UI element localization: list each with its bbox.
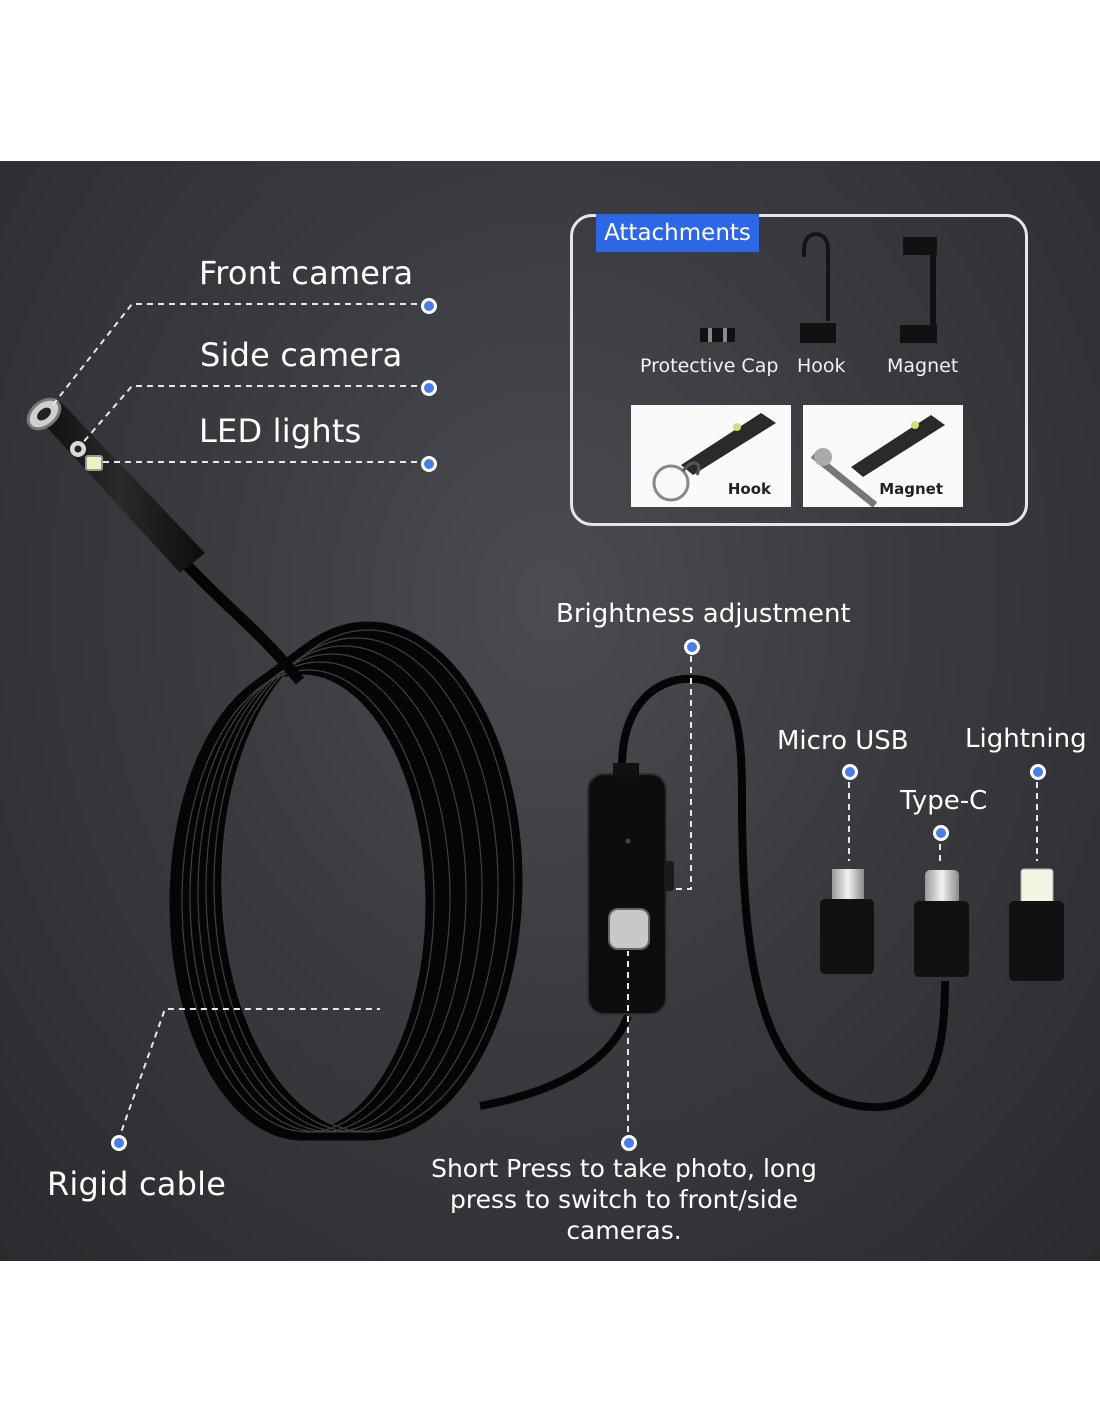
type-c-dot (933, 825, 949, 841)
brightness-label: Brightness adjustment (556, 599, 851, 629)
control-box (587, 763, 674, 1015)
front-camera-dot (421, 298, 437, 314)
endoscope-illustration (26, 232, 1064, 1143)
led-lights-label: LED lights (199, 412, 362, 450)
hook-photo: Hook (631, 405, 791, 507)
type-c-label: Type-C (900, 786, 988, 816)
attachments-panel (570, 214, 1028, 526)
hook-photo-caption: Hook (727, 480, 771, 498)
brightness-dot (684, 639, 700, 655)
protective-cap-label: Protective Cap (640, 355, 779, 377)
product-diagram: Front camera Side camera LED lights Brig… (0, 161, 1100, 1261)
leader-lines (51, 303, 1038, 1143)
rigid-cable-dot (111, 1135, 127, 1151)
short-press-note: Short Press to take photo, long press to… (431, 1154, 817, 1245)
short-press-dot (621, 1135, 637, 1151)
camera-probe (26, 397, 205, 573)
side-camera-label: Side camera (200, 336, 403, 374)
magnet-label: Magnet (887, 355, 959, 377)
lightning-label: Lightning (965, 724, 1087, 754)
cable-coil-highlights (181, 629, 515, 1133)
hook-label: Hook (797, 355, 846, 377)
micro-usb-connector (820, 869, 874, 974)
magnet-photo-caption: Magnet (879, 480, 943, 498)
rigid-cable-label: Rigid cable (47, 1165, 227, 1203)
front-camera-label: Front camera (199, 254, 414, 292)
magnet-icon (900, 237, 937, 343)
lightning-dot (1030, 764, 1046, 780)
side-camera-dot (421, 380, 437, 396)
attachments-title: Attachments (596, 214, 759, 252)
micro-usb-dot (842, 764, 858, 780)
lightning-connector (1009, 868, 1064, 981)
micro-usb-label: Micro USB (777, 726, 909, 756)
hook-icon (800, 232, 836, 343)
led-lights-dot (421, 456, 437, 472)
type-c-connector (914, 870, 969, 977)
protective-cap-icon (700, 328, 735, 342)
magnet-photo: Magnet (803, 405, 963, 507)
